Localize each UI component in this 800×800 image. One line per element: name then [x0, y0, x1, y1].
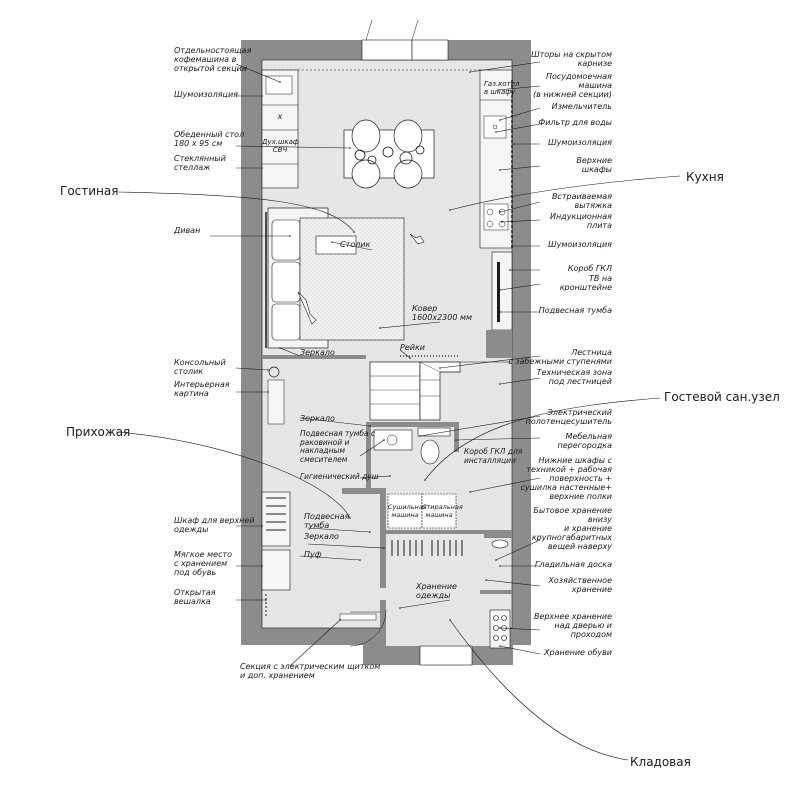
room-label-living: Гостиная: [60, 184, 119, 198]
label-hood: Встраиваемая вытяжка: [551, 192, 612, 210]
label-upper-storage: Верхнее хранение над дверью и проходом: [533, 612, 612, 639]
label-utility-storage: Хозяйственное хранение: [548, 576, 612, 594]
label-washer: Стиральная машина: [422, 503, 463, 519]
label-water-filter: Фильтр для воды: [538, 118, 612, 127]
label-pouf: Пуф: [304, 550, 322, 559]
label-mirror-3: Зеркало: [304, 532, 339, 541]
room-label-hallway: Прихожая: [66, 425, 131, 439]
label-shoe-storage: Хранение обуви: [544, 648, 612, 657]
label-stairs: Лестница с забежными ступенями: [508, 348, 612, 366]
room-label-pantry: Кладовая: [630, 755, 691, 769]
label-boiler: Газ.котел в шкафу: [484, 80, 520, 96]
label-hall-cabinet: Подвесная тумба: [304, 512, 350, 530]
label-coffee-table: Столик: [340, 240, 371, 249]
label-glass-rack: Стеклянный стеллаж: [174, 154, 226, 172]
partitions: [262, 355, 512, 646]
label-mirror-2: Зеркало: [300, 414, 335, 423]
label-tv: ТВ на кронштейне: [559, 274, 612, 292]
label-console-table: Консольный столик: [174, 358, 226, 376]
hall-wardrobe: [261, 491, 291, 616]
label-dryer: Сушильная машина: [388, 503, 427, 519]
stairs: [369, 355, 512, 421]
label-noise-insulation: Шумоизоляция: [174, 90, 238, 99]
right-counter: [479, 69, 513, 250]
label-vanity: Подвесная тумба с раковиной и накладным …: [300, 429, 376, 464]
label-hanging-cabinet: Подвесная тумба: [538, 306, 612, 315]
label-household-storage: Бытовое хранение внизу и хранение крупно…: [531, 506, 612, 551]
label-towel-dryer: Электрический полотенцесушитель: [525, 408, 612, 426]
label-tech-zone: Техническая зона под лестницей: [536, 368, 612, 386]
leader-lines-inner: [279, 241, 451, 667]
label-picture: Интерьерная картина: [174, 380, 230, 398]
label-noise-insulation-2: Шумоизоляция: [548, 138, 612, 147]
label-gkl-install: Короб ГКЛ для инсталляции: [464, 447, 523, 465]
label-dining-table: Обеденный стол 180 х 95 см: [174, 130, 245, 148]
label-hob: Индукционная плита: [549, 212, 612, 230]
tv-wall: [486, 251, 513, 358]
entrance-door: [339, 609, 387, 647]
wc-fixtures: [373, 427, 451, 465]
left-counter: [261, 69, 299, 189]
label-wardrobe: Шкаф для верхней одежды: [174, 516, 255, 534]
ironing-board-icon: [491, 539, 509, 549]
carpet: [299, 217, 405, 341]
plant-icon: [267, 366, 285, 425]
label-mirror-1: Зеркало: [300, 348, 335, 357]
label-dishwasher: Посудомоечная машина (в нижней секции): [532, 72, 612, 99]
windows: [262, 19, 480, 666]
leader-lines-left: [115, 63, 355, 601]
room-label-guest-wc: Гостевой сан.узел: [664, 390, 780, 404]
label-x-mark: х: [277, 112, 283, 121]
room-label-kitchen: Кухня: [686, 170, 724, 184]
label-soft-seat: Мягкое место с хранением под обувь: [174, 550, 233, 577]
leader-lines-right: [419, 61, 681, 761]
label-hygienic-shower: Гигиенический душ: [300, 472, 379, 481]
label-upper-cabinets: Верхние шкафы: [576, 156, 612, 174]
label-clothes-storage: Хранение одежды: [416, 582, 457, 600]
label-open-hanger: Открытая вешалка: [174, 588, 216, 606]
clothes-storage: [391, 540, 463, 556]
shoe-storage: [489, 609, 511, 649]
label-noise-insulation-3: Шумоизоляция: [548, 240, 612, 249]
label-ironing-board: Гладильная доска: [534, 560, 612, 569]
label-grinder: Измельчитель: [551, 102, 612, 111]
label-electric-panel: Секция с электрическим щитком и доп. хра…: [240, 662, 381, 680]
dining-table: [343, 119, 435, 189]
label-lower-cabinets: Нижние шкафы с техникой + рабочая поверх…: [520, 456, 612, 501]
label-oven: Дух.шкаф СВЧ: [262, 138, 299, 154]
label-partition: Мебельная перегородка: [557, 432, 613, 450]
label-sofa: Диван: [174, 226, 201, 235]
label-coffee-machine: Отдельностоящая кофемашина в открытой се…: [174, 46, 252, 73]
label-gkl-box: Короб ГКЛ: [567, 264, 612, 273]
pet-icon: [297, 233, 425, 325]
label-rails: Рейки: [400, 343, 425, 352]
label-carpet: Ковер 1600х2300 мм: [412, 304, 473, 322]
label-curtains: Шторы на скрытом карнизе: [531, 50, 612, 68]
laundry: [387, 493, 457, 529]
